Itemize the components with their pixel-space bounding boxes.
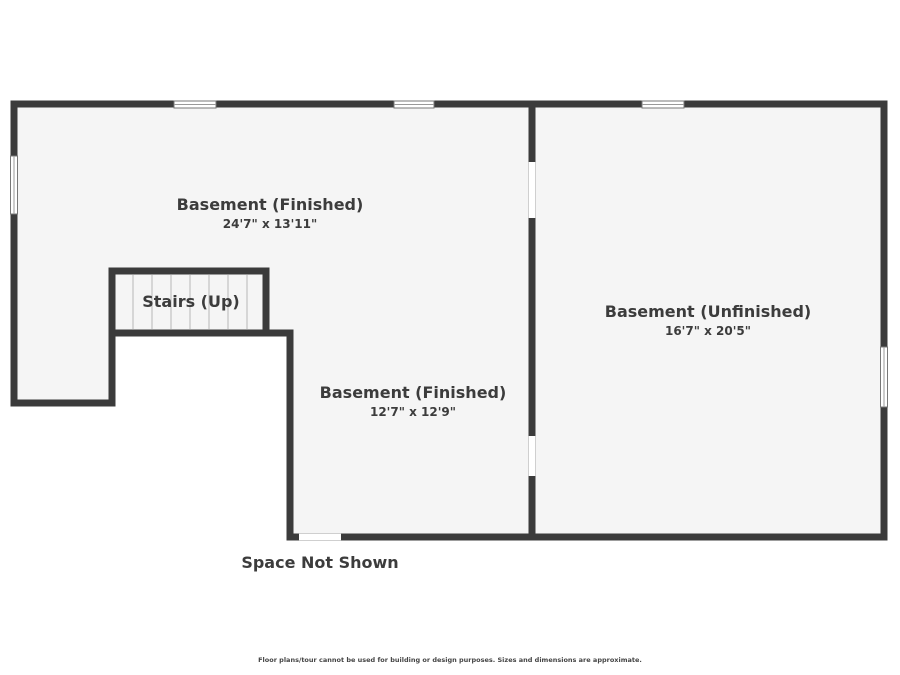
window-left (10, 155, 18, 215)
space-not-shown-label: Space Not Shown (241, 553, 398, 572)
windows (10, 100, 888, 408)
floor-finished-area (15, 106, 532, 537)
room-label-stairs: Stairs (Up) (142, 292, 240, 311)
window-top-1 (173, 100, 217, 109)
room-dimensions-basement-unfinished: 16'7" x 20'5" (665, 324, 751, 338)
opening-divider-lower (528, 436, 536, 476)
opening-bottom (299, 533, 341, 541)
room-label-basement-finished-small: Basement (Finished) (320, 383, 507, 402)
disclaimer-text: Floor plans/tour cannot be used for buil… (258, 656, 642, 664)
opening-divider-upper (528, 162, 536, 218)
stairs-treads (132, 275, 248, 329)
opening-edges (299, 162, 536, 541)
window-top-2 (393, 100, 435, 109)
window-right (880, 346, 888, 408)
room-label-basement-finished-large: Basement (Finished) (177, 195, 364, 214)
room-label-basement-unfinished: Basement (Unfinished) (605, 302, 811, 321)
window-top-3 (641, 100, 685, 109)
floor-unfinished-area (532, 106, 884, 537)
room-dimensions-basement-finished-small: 12'7" x 12'9" (370, 405, 456, 419)
stairs-wall (108, 267, 270, 337)
openings (299, 162, 536, 541)
room-dimensions-basement-finished-large: 24'7" x 13'11" (223, 217, 317, 231)
floor-fills (15, 106, 884, 537)
